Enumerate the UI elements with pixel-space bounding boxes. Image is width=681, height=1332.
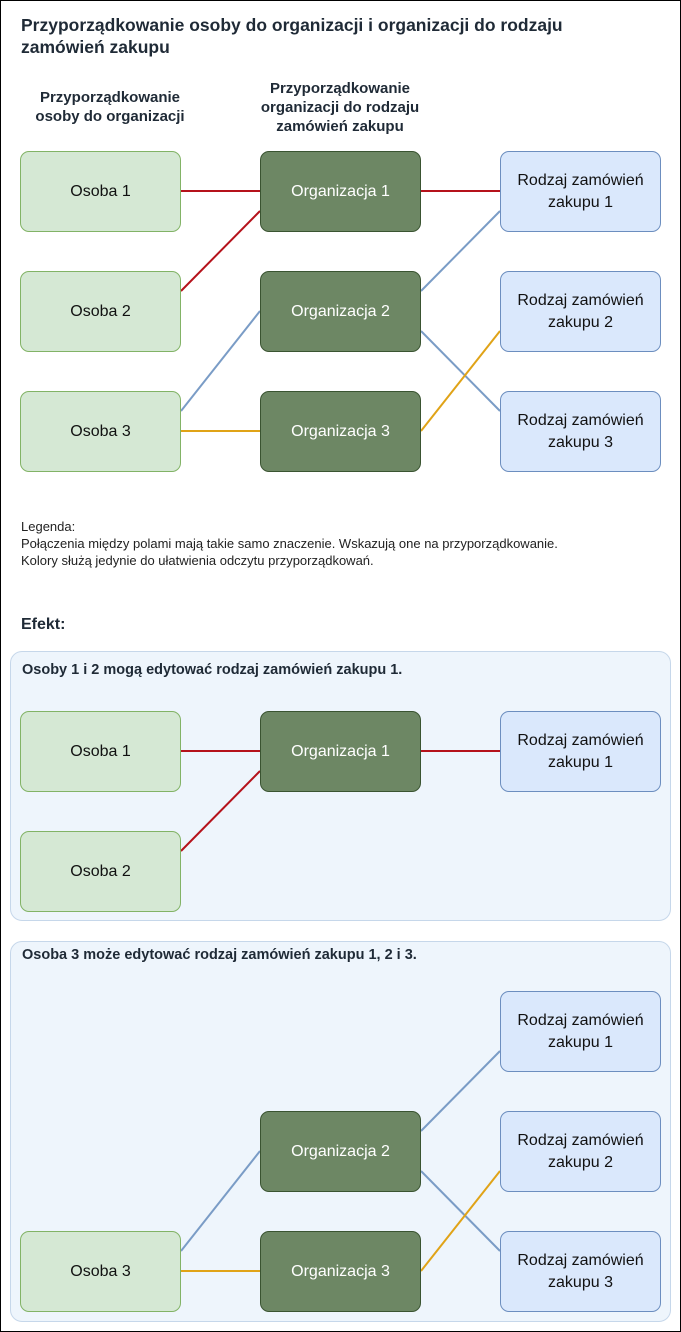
node-label: Osoba 1	[70, 182, 131, 200]
effect2-node-rodzaj-3: Rodzaj zamówień zakupu 3	[500, 1231, 661, 1312]
node-label: Osoba 2	[70, 302, 131, 320]
legend-label: Legenda:	[21, 519, 76, 534]
effect2-node-organizacja-2: Organizacja 2	[260, 1111, 421, 1192]
node-label: Rodzaj zamówień zakupu 3	[517, 411, 644, 451]
effect1-node-rodzaj-1: Rodzaj zamówień zakupu 1	[500, 711, 661, 792]
effect1-link-osoba2-org1	[180, 770, 261, 852]
effect1-node-organizacja-1: Organizacja 1	[260, 711, 421, 792]
legend-line-2: Kolory służą jedynie do ułatwienia odczy…	[21, 553, 374, 568]
node-label: Organizacja 1	[291, 742, 390, 760]
effect2-node-rodzaj-2: Rodzaj zamówień zakupu 2	[500, 1111, 661, 1192]
node-label: Rodzaj zamówień zakupu 2	[517, 291, 644, 331]
node-label: Organizacja 2	[291, 1142, 390, 1160]
link-org2-type1	[420, 210, 501, 292]
node-osoba-3: Osoba 3	[20, 391, 181, 472]
effect1-node-osoba-1: Osoba 1	[20, 711, 181, 792]
node-label: Rodzaj zamówień zakupu 2	[517, 1131, 644, 1171]
effect2-node-rodzaj-1: Rodzaj zamówień zakupu 1	[500, 991, 661, 1072]
link-org3-type2	[420, 330, 501, 432]
node-label: Osoba 3	[70, 422, 131, 440]
effect2-link-org3-type2	[420, 1170, 501, 1272]
effect-panel-2-title: Osoba 3 może edytować rodzaj zamówień za…	[22, 947, 417, 963]
legend-line-1: Połączenia między polami mają takie samo…	[21, 536, 558, 551]
effect2-link-org2-type3	[420, 1170, 501, 1252]
link-osoba3-org2	[180, 310, 261, 412]
effect2-link-org2-type1	[420, 1050, 501, 1132]
effect-panel-1-title: Osoby 1 i 2 mogą edytować rodzaj zamówie…	[22, 662, 403, 678]
node-organizacja-2: Organizacja 2	[260, 271, 421, 352]
node-rodzaj-1: Rodzaj zamówień zakupu 1	[500, 151, 661, 232]
effect2-node-osoba-3: Osoba 3	[20, 1231, 181, 1312]
diagram-title: Przyporządkowanie osoby do organizacji i…	[21, 15, 563, 57]
node-label: Organizacja 1	[291, 182, 390, 200]
node-label: Osoba 2	[70, 862, 131, 880]
effect1-node-osoba-2: Osoba 2	[20, 831, 181, 912]
column-header-person-org: Przyporządkowanie osoby do organizacji	[35, 89, 185, 125]
effect2-link-osoba3-org2	[180, 1150, 261, 1252]
link-org2-type3	[420, 330, 501, 412]
legend: Legenda: Połączenia między polami mają t…	[21, 518, 558, 569]
node-label: Osoba 1	[70, 742, 131, 760]
column-header-org-type: Przyporządkowanie organizacji do rodzaju…	[260, 80, 420, 135]
node-label: Rodzaj zamówień zakupu 3	[517, 1251, 644, 1291]
node-label: Organizacja 3	[291, 1262, 390, 1280]
link-osoba2-org1	[180, 210, 261, 292]
effect2-node-organizacja-3: Organizacja 3	[260, 1231, 421, 1312]
node-osoba-1: Osoba 1	[20, 151, 181, 232]
node-organizacja-3: Organizacja 3	[260, 391, 421, 472]
effect-heading: Efekt:	[21, 616, 66, 633]
node-label: Osoba 3	[70, 1262, 131, 1280]
node-osoba-2: Osoba 2	[20, 271, 181, 352]
node-label: Organizacja 2	[291, 302, 390, 320]
node-rodzaj-2: Rodzaj zamówień zakupu 2	[500, 271, 661, 352]
node-label: Rodzaj zamówień zakupu 1	[517, 1011, 644, 1051]
node-label: Rodzaj zamówień zakupu 1	[517, 171, 644, 211]
node-label: Rodzaj zamówień zakupu 1	[517, 731, 644, 771]
node-label: Organizacja 3	[291, 422, 390, 440]
node-organizacja-1: Organizacja 1	[260, 151, 421, 232]
node-rodzaj-3: Rodzaj zamówień zakupu 3	[500, 391, 661, 472]
